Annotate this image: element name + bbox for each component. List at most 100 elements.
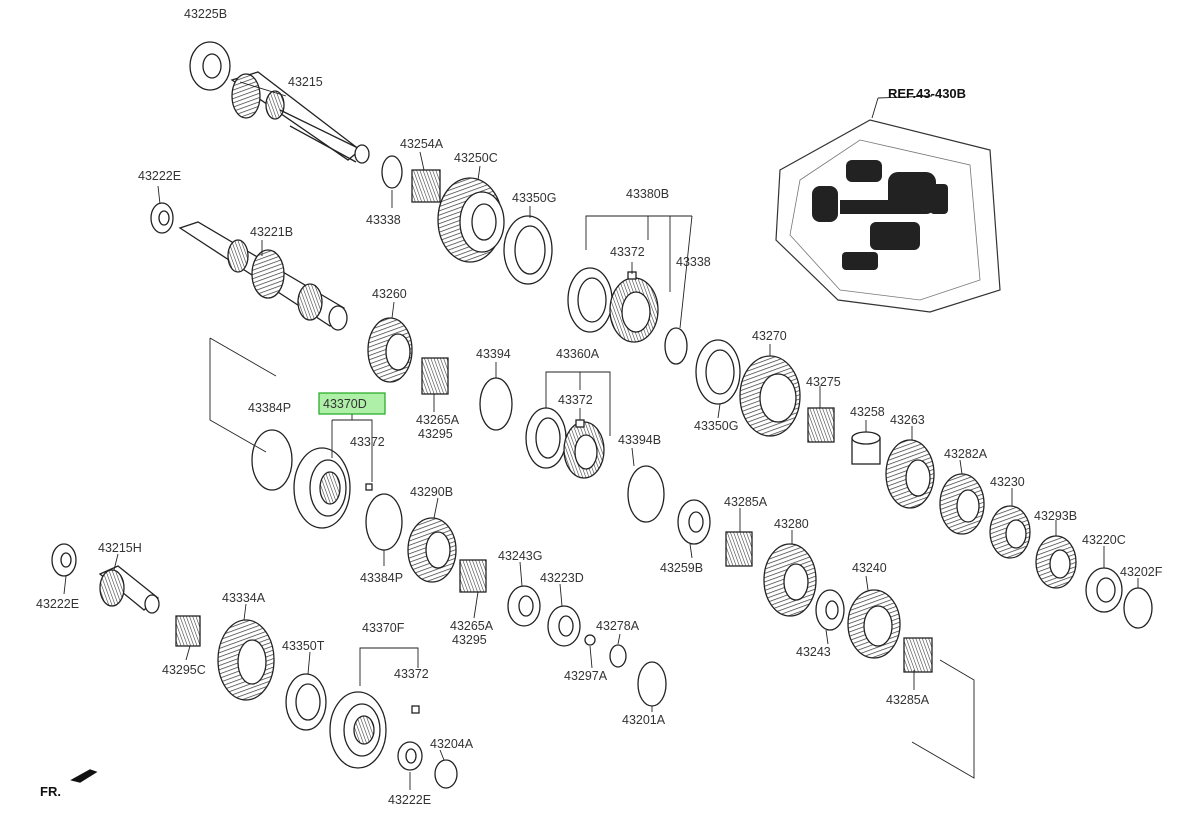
transaxle-reference-drawing <box>775 119 1001 313</box>
part-label[interactable]: 43258 <box>850 405 885 419</box>
shaft-43215 <box>230 71 370 164</box>
synchro-ring-43350g-right <box>695 339 741 405</box>
part-label[interactable]: 43280 <box>774 517 809 531</box>
part-label[interactable]: 43222E <box>388 793 431 807</box>
part-label[interactable]: 43243G <box>498 549 542 563</box>
synchro-ring-43350t <box>285 673 327 731</box>
part-label[interactable]: 43293B <box>1034 509 1077 523</box>
needle-bearing-43254a <box>411 169 441 203</box>
part-drawings <box>51 41 1153 789</box>
part-label[interactable]: 43360A <box>556 347 600 361</box>
gear-43263 <box>885 439 935 509</box>
part-label[interactable]: 43350T <box>282 639 325 653</box>
part-label[interactable]: 43334A <box>222 591 266 605</box>
ring-43204a <box>434 759 458 789</box>
shaft-43215h <box>98 565 160 614</box>
gear-43250c <box>437 177 505 263</box>
part-label[interactable]: 43394B <box>618 433 661 447</box>
part-label[interactable]: 43230 <box>990 475 1025 489</box>
snap-ring-43278a <box>609 644 627 668</box>
synchro-assembly-43380b <box>567 267 659 343</box>
ring-43202f <box>1123 587 1153 629</box>
synchro-hub-43370d <box>293 447 373 529</box>
bearing-43220c <box>1085 567 1123 613</box>
washer-43243g <box>507 585 541 627</box>
part-label[interactable]: 43285A <box>724 495 768 509</box>
part-label[interactable]: 43204A <box>430 737 474 751</box>
part-label[interactable]: 43250C <box>454 151 498 165</box>
ring-43201a <box>637 661 667 707</box>
part-label[interactable]: 43275 <box>806 375 841 389</box>
gear-43293b <box>1035 535 1077 589</box>
part-label[interactable]: 43372 <box>610 245 645 259</box>
orientation-label: FR. <box>40 784 61 799</box>
needle-bearing-43285a-bottom <box>903 637 933 673</box>
part-label[interactable]: 43297A <box>564 669 608 683</box>
part-label[interactable]: 43225B <box>184 7 227 21</box>
part-label[interactable]: 43222E <box>138 169 181 183</box>
part-label[interactable]: 43380B <box>626 187 669 201</box>
part-label[interactable]: 43243 <box>796 645 831 659</box>
part-label[interactable]: 43215 <box>288 75 323 89</box>
part-label[interactable]: 43384P <box>248 401 291 415</box>
part-label[interactable]: 43240 <box>852 561 887 575</box>
part-label[interactable]: 43290B <box>410 485 453 499</box>
part-label[interactable]: 43220C <box>1082 533 1126 547</box>
gear-43280 <box>763 543 817 617</box>
highlighted-part-label[interactable]: 43370D <box>323 397 367 411</box>
part-label[interactable]: 43394 <box>476 347 511 361</box>
part-label[interactable]: 43222E <box>36 597 79 611</box>
part-label[interactable]: 43338 <box>366 213 401 227</box>
bearing-43222e-bottom <box>397 741 423 771</box>
part-label[interactable]: 43201A <box>622 713 666 727</box>
part-label[interactable]: 43202F <box>1120 565 1163 579</box>
bushing-43259b <box>677 499 711 545</box>
part-label[interactable]: 43350G <box>694 419 738 433</box>
leader-lines <box>63 81 1139 790</box>
part-label[interactable]: 43260 <box>372 287 407 301</box>
part-label[interactable]: 43338 <box>676 255 711 269</box>
part-label[interactable]: 43254A <box>400 137 444 151</box>
part-label[interactable]: 43263 <box>890 413 925 427</box>
part-label[interactable]: 43265A <box>416 413 460 427</box>
ring-43394 <box>479 377 513 431</box>
part-label[interactable]: 43223D <box>540 571 584 585</box>
synchro-hub-43370f <box>329 691 420 769</box>
part-label[interactable]: 43350G <box>512 191 556 205</box>
snap-ring-43338 <box>381 155 403 189</box>
shaft-43221b <box>178 221 348 331</box>
part-label[interactable]: 43372 <box>350 435 385 449</box>
front-arrow-icon <box>70 769 98 783</box>
synchro-ring-43350g <box>503 215 553 285</box>
gear-43270 <box>739 355 801 437</box>
part-label[interactable]: 43372 <box>558 393 593 407</box>
part-label[interactable]: 43259B <box>660 561 703 575</box>
bushing-43258 <box>851 431 881 465</box>
part-label[interactable]: 43282A <box>944 447 988 461</box>
needle-bearing-43275 <box>807 407 835 443</box>
part-label[interactable]: 43295C <box>162 663 206 677</box>
part-label[interactable]: 43278A <box>596 619 640 633</box>
ring-43394b <box>627 465 665 523</box>
part-label[interactable]: 43285A <box>886 693 930 707</box>
part-label[interactable]: 43215H <box>98 541 142 555</box>
needle-bearing-43285a-mid <box>725 531 753 567</box>
needle-bearing-43265a-top <box>421 357 449 395</box>
part-label[interactable]: 43370F <box>362 621 405 635</box>
part-label[interactable]: 43372 <box>394 667 429 681</box>
gear-43290b <box>407 517 457 583</box>
gear-43334a <box>217 619 275 701</box>
part-label[interactable]: 43265A <box>450 619 494 633</box>
bearing-43225b <box>189 41 231 91</box>
bearing-43222e-top <box>150 202 174 234</box>
part-label[interactable]: 43384P <box>360 571 403 585</box>
reference-label[interactable]: REF.43-430B <box>888 86 966 101</box>
part-label[interactable]: 43221B <box>250 225 293 239</box>
snap-ring-43338-right <box>664 327 688 365</box>
gear-43240 <box>847 589 901 659</box>
part-label[interactable]: 43295 <box>418 427 453 441</box>
part-label[interactable]: 43295 <box>452 633 487 647</box>
part-label[interactable]: 43270 <box>752 329 787 343</box>
